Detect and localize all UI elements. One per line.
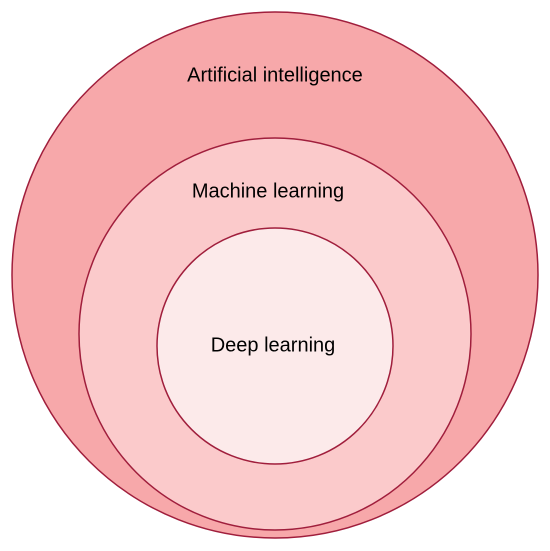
- dl-label: Deep learning: [211, 334, 336, 356]
- dl-ring: Deep learning: [156, 227, 394, 465]
- dl-circle: [156, 227, 394, 465]
- ai-label: Artificial intelligence: [187, 64, 363, 86]
- ml-label: Machine learning: [192, 180, 344, 202]
